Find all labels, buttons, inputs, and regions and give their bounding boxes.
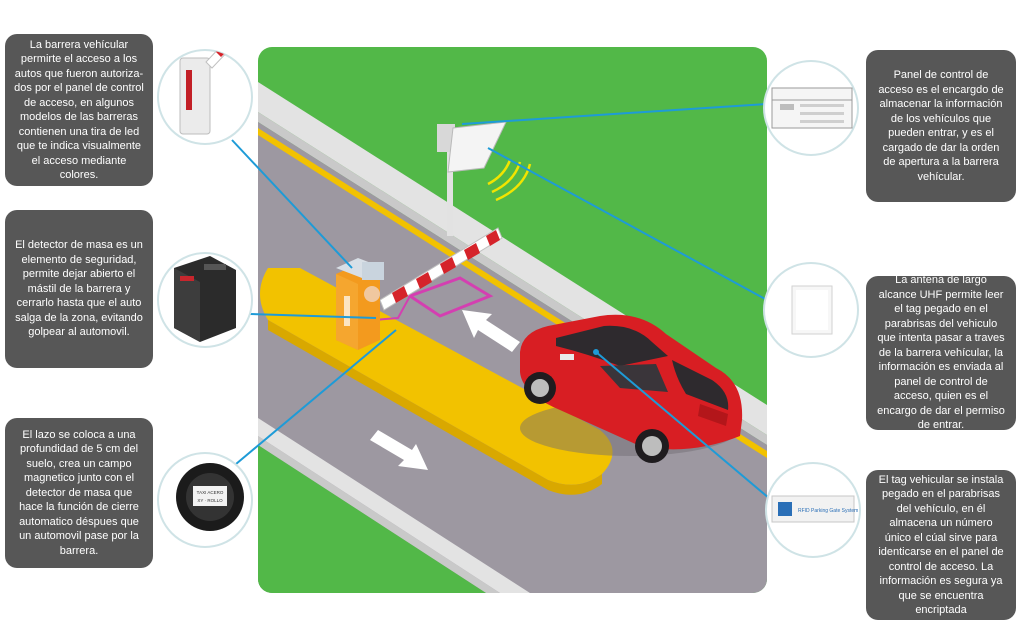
callout-vehicle-tag: El tag vehicular se instala pegado en el… [866,470,1016,620]
loop-label-1: TAXI ACERO [197,490,224,495]
antenna-pole [447,126,453,236]
callout-vehicle-barrier-text: La barrera vehícular permirte el acceso … [14,38,144,182]
uhf-antenna [447,121,507,173]
callout-uhf-antenna-text: La antena de largo alcance UHF permite l… [877,274,1005,432]
thumb-mass-detector [157,252,253,348]
road [258,122,767,593]
loop-label-2: XY · ROLLO [197,498,223,503]
callout-induction-loop: El lazo se coloca a una profundidad de 5… [5,418,153,568]
parking-scene [258,47,767,593]
thumb-barrier [157,49,253,145]
callout-vehicle-barrier: La barrera vehícular permirte el acceso … [5,34,153,186]
connector-lines [231,103,779,505]
induction-loop [406,276,494,318]
callout-control-panel-text: Panel de control de acceso es el encargd… [878,69,1004,183]
callout-uhf-antenna: La antena de largo alcance UHF permite l… [866,274,1016,432]
callout-mass-detector: El detector de masa es un elemento de se… [5,210,153,368]
thumb-uhf-antenna [763,262,859,358]
callout-control-panel: Panel de control de acceso es el encargd… [866,50,1016,202]
callout-vehicle-tag-text: El tag vehicular se instala pegado en el… [878,473,1004,617]
thumb-control-panel [763,60,859,156]
callout-mass-detector-text: El detector de masa es un elemento de se… [15,239,143,339]
tag-card-label: RFID Parking Gate System [798,508,858,514]
thumb-vehicle-tag: RFID Parking Gate System [765,462,861,558]
thumb-loop-cable: TAXI ACERO XY · ROLLO [157,452,253,548]
exit-arrow [370,430,428,470]
callout-induction-loop-text: El lazo se coloca a una profundidad de 5… [19,428,139,557]
entry-arrow [462,310,520,352]
lower-sidewalk [258,418,530,593]
